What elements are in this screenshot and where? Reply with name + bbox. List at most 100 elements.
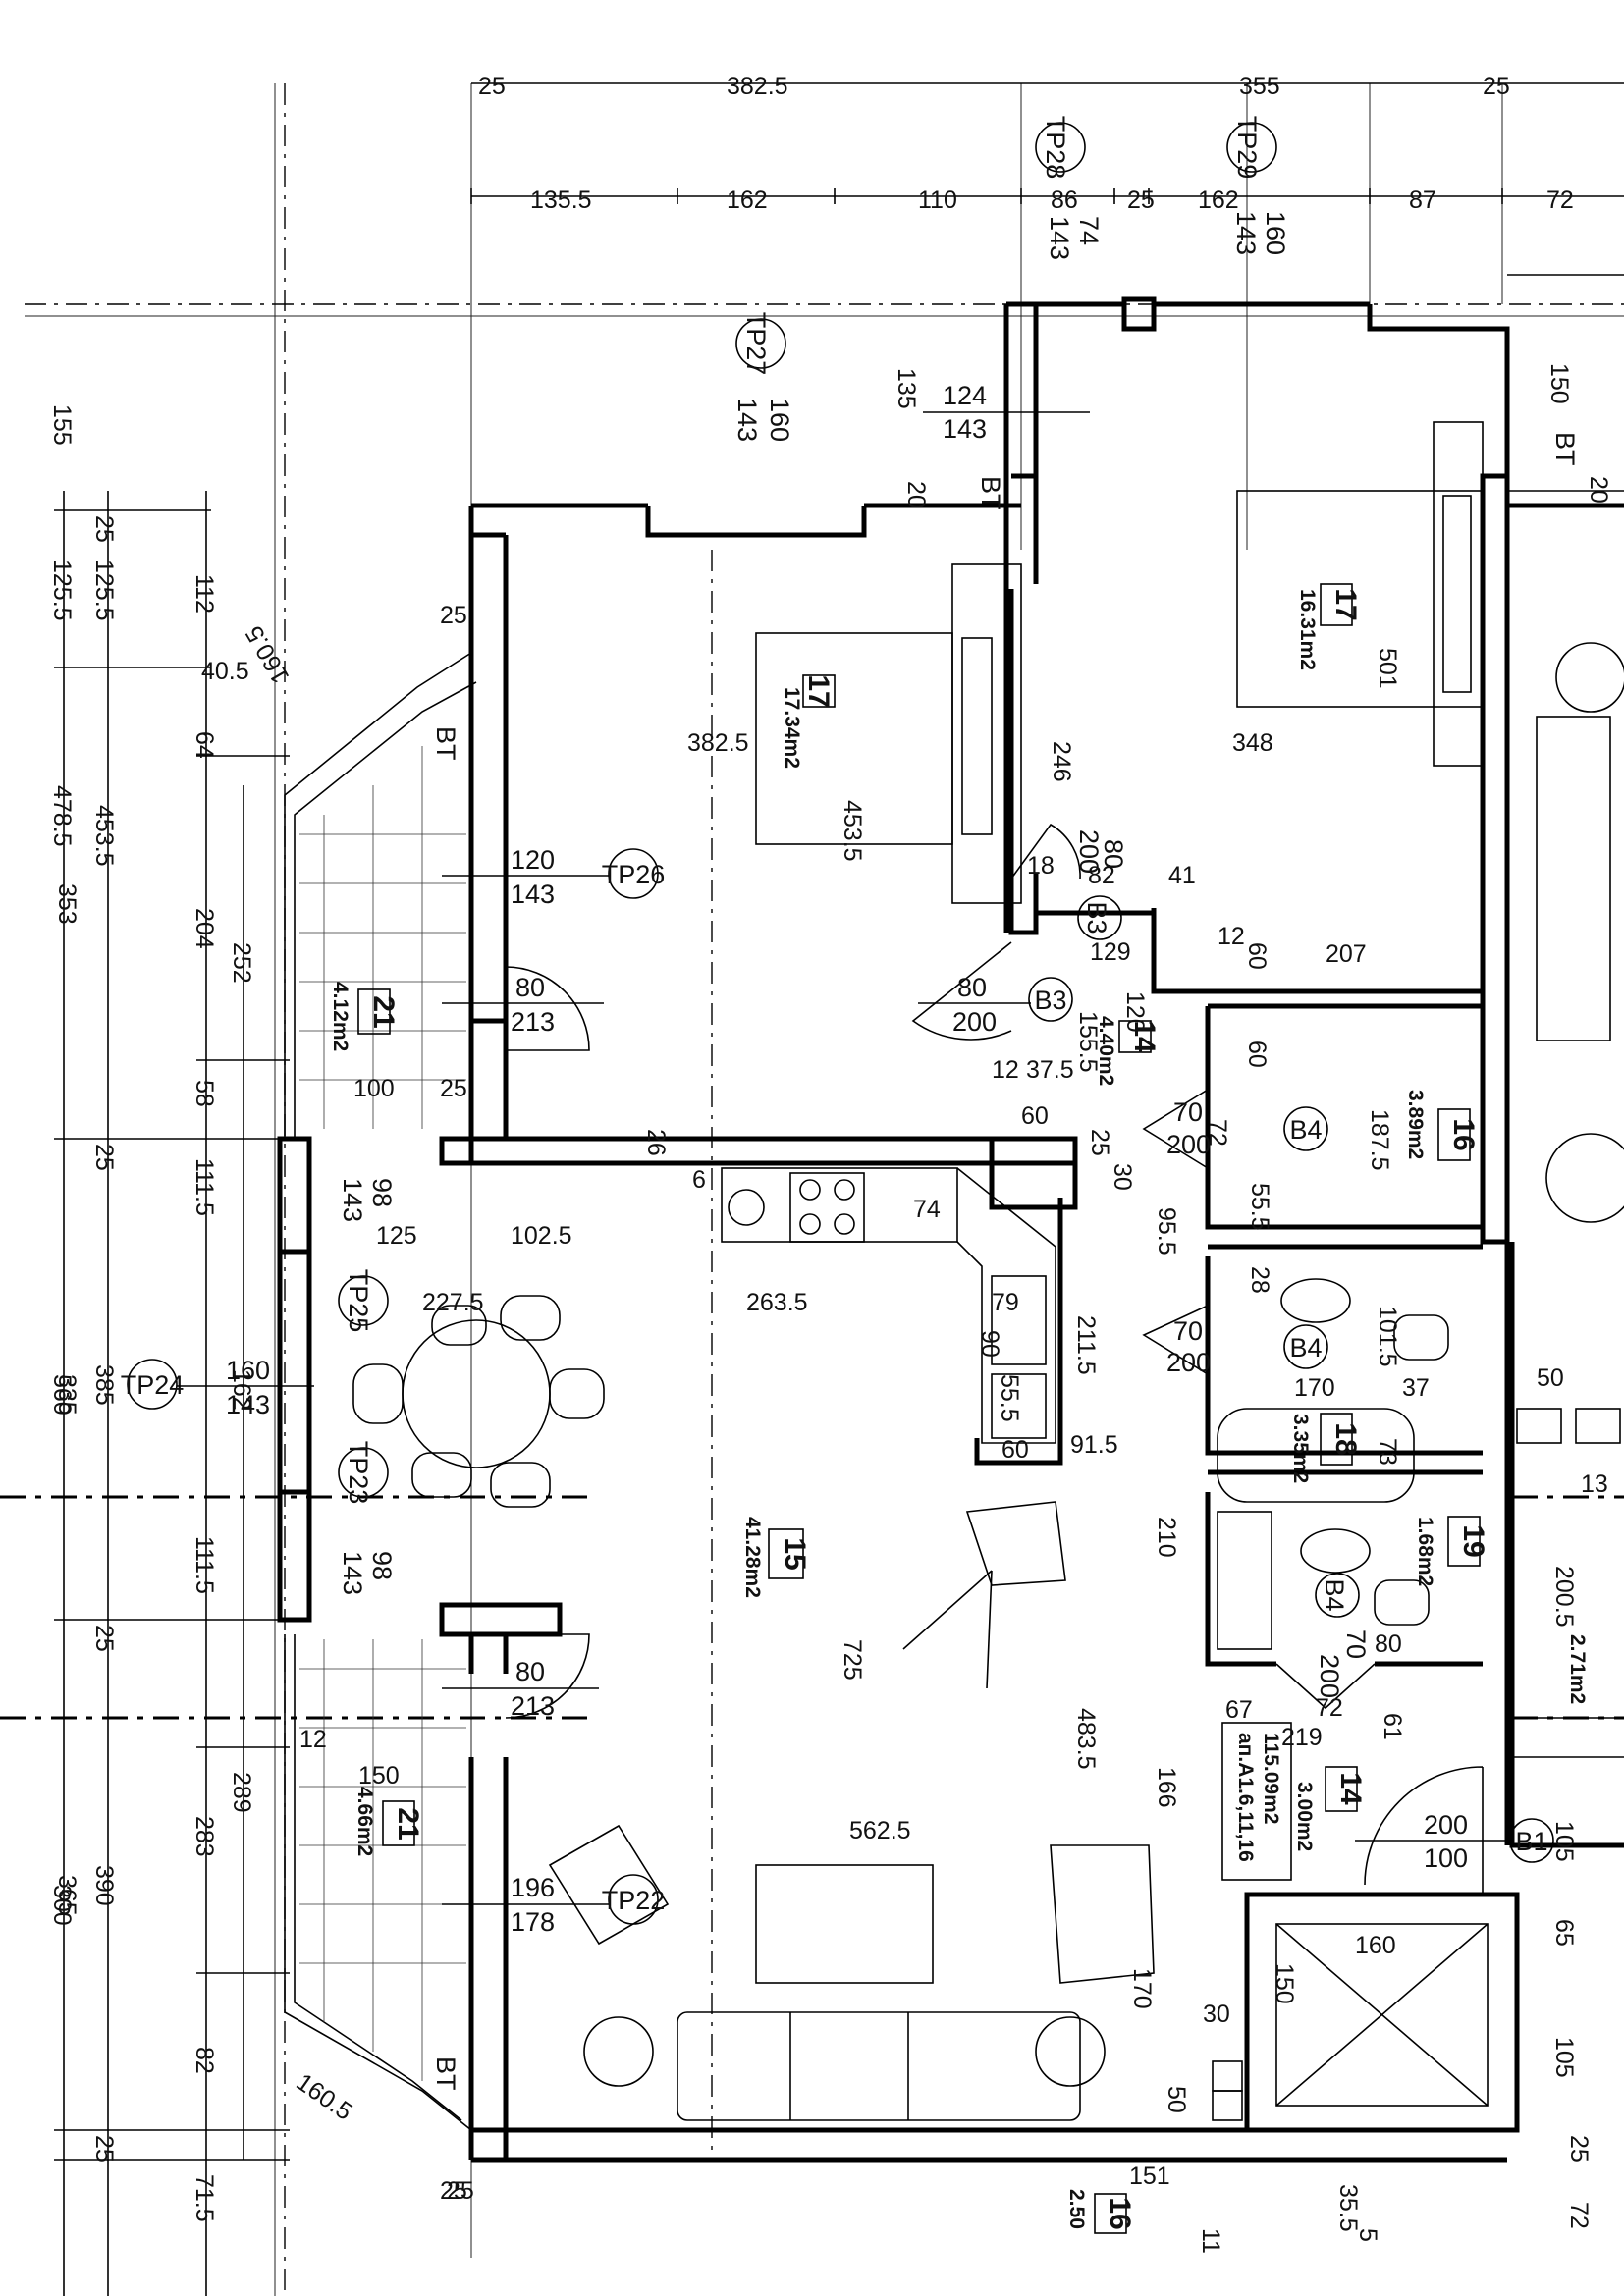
- tag-b4-c: B4: [1320, 1578, 1349, 1611]
- svg-text:60: 60: [1021, 1102, 1049, 1130]
- svg-text:19: 19: [1457, 1524, 1489, 1557]
- svg-text:25: 25: [478, 73, 506, 100]
- svg-text:355: 355: [1239, 73, 1280, 100]
- room-16-bottom: 16 2.50: [1065, 2189, 1136, 2234]
- svg-text:125.5: 125.5: [48, 560, 76, 621]
- svg-text:86: 86: [1051, 187, 1078, 214]
- svg-text:283: 283: [190, 1816, 218, 1857]
- svg-text:112: 112: [190, 574, 218, 614]
- svg-text:160: 160: [1261, 211, 1290, 255]
- svg-text:135: 135: [893, 368, 920, 409]
- svg-text:ап.А1.6,11,16: ап.А1.6,11,16: [1234, 1733, 1257, 1862]
- svg-text:72: 72: [1316, 1694, 1343, 1722]
- svg-text:150: 150: [1271, 1963, 1298, 2004]
- svg-text:335: 335: [53, 1374, 81, 1415]
- svg-text:14: 14: [1334, 1772, 1367, 1805]
- dimension-lines: [54, 82, 1624, 2296]
- svg-text:25: 25: [90, 1144, 118, 1171]
- svg-text:98: 98: [367, 1178, 397, 1207]
- washbasin-1: [1280, 1278, 1351, 1323]
- svg-text:170: 170: [1294, 1374, 1335, 1402]
- svg-text:20: 20: [1585, 476, 1612, 504]
- toilet-2: [1374, 1579, 1430, 1626]
- svg-text:111.5: 111.5: [190, 1536, 218, 1594]
- bt-marks: BT BT BT BT: [431, 432, 1580, 2091]
- svg-text:501: 501: [1374, 648, 1401, 689]
- svg-text:100: 100: [353, 1075, 395, 1102]
- svg-text:143: 143: [511, 880, 555, 909]
- svg-text:213: 213: [511, 1007, 555, 1037]
- svg-text:BT: BT: [1550, 432, 1580, 466]
- svg-text:4.12m2: 4.12m2: [329, 982, 352, 1051]
- svg-text:162: 162: [727, 187, 768, 214]
- svg-text:227.5: 227.5: [422, 1289, 484, 1316]
- svg-text:101.5: 101.5: [1374, 1306, 1401, 1367]
- svg-text:178: 178: [511, 1907, 555, 1937]
- tag-tp27: TP27: [741, 312, 771, 376]
- svg-text:41: 41: [1168, 862, 1196, 889]
- tag-b4-a: B4: [1289, 1115, 1322, 1145]
- room-labels: 17 17.34m2 17 16.31m2 21 4.12m2 21 4.66m…: [329, 583, 1589, 2234]
- svg-text:25: 25: [1483, 73, 1510, 100]
- furniture: [352, 421, 1624, 2121]
- svg-text:37.5: 37.5: [1026, 1056, 1074, 1084]
- svg-text:16.31m2: 16.31m2: [1296, 589, 1319, 670]
- tag-b4-b: B4: [1289, 1333, 1322, 1362]
- room-16: 16 3.89m2: [1404, 1090, 1480, 1161]
- svg-text:170: 170: [1128, 1968, 1156, 2009]
- svg-text:35.5: 35.5: [1334, 2184, 1362, 2232]
- svg-text:2.71m2: 2.71m2: [1566, 1634, 1589, 1704]
- svg-text:18: 18: [1329, 1422, 1362, 1455]
- svg-text:385: 385: [90, 1364, 118, 1406]
- svg-text:98: 98: [367, 1551, 397, 1580]
- svg-text:73: 73: [1374, 1438, 1401, 1466]
- svg-text:25: 25: [447, 2177, 474, 2205]
- tag-tp22: TP22: [602, 1886, 666, 1915]
- coffee-table: [755, 1864, 934, 1984]
- svg-text:560: 560: [48, 1374, 76, 1415]
- svg-text:289: 289: [228, 1772, 255, 1813]
- svg-text:562.5: 562.5: [849, 1817, 911, 1844]
- svg-text:82: 82: [190, 2047, 218, 2074]
- svg-text:17: 17: [1329, 588, 1362, 620]
- svg-text:219: 219: [1281, 1724, 1323, 1751]
- svg-text:71.5: 71.5: [190, 2174, 218, 2222]
- svg-text:150: 150: [1545, 363, 1573, 404]
- svg-text:16: 16: [1104, 2197, 1136, 2229]
- svg-text:74: 74: [913, 1196, 941, 1223]
- svg-text:120: 120: [511, 845, 555, 875]
- bathtub: [1217, 1408, 1415, 1503]
- svg-text:160: 160: [226, 1356, 270, 1385]
- svg-text:135.5: 135.5: [530, 187, 592, 214]
- tag-tp23: TP23: [344, 1441, 373, 1505]
- room-19: 19 1.68m2: [1414, 1516, 1489, 1586]
- svg-text:21: 21: [392, 1807, 424, 1840]
- svg-text:105: 105: [1550, 2037, 1578, 2078]
- svg-text:79: 79: [992, 1289, 1019, 1316]
- opening-tags: TP28 TP29 TP27 TP26 TP25 TP24 TP23 TP22 …: [121, 116, 1554, 1925]
- svg-text:263.5: 263.5: [746, 1289, 808, 1316]
- svg-text:80: 80: [1375, 1630, 1402, 1658]
- svg-text:26: 26: [642, 1129, 670, 1156]
- svg-text:453.5: 453.5: [90, 805, 118, 867]
- tag-tp29: TP29: [1232, 116, 1262, 180]
- svg-text:3.89m2: 3.89m2: [1404, 1090, 1427, 1159]
- lamp-right: [1035, 2016, 1106, 2087]
- svg-text:155: 155: [48, 404, 76, 446]
- svg-text:55.5: 55.5: [1246, 1183, 1273, 1231]
- svg-text:4.66m2: 4.66m2: [353, 1787, 376, 1856]
- svg-text:111.5: 111.5: [190, 1158, 218, 1216]
- svg-text:80: 80: [515, 1657, 545, 1686]
- svg-text:348: 348: [1232, 729, 1273, 757]
- room-14-corridor: 14 4.40m2: [1095, 1016, 1161, 1086]
- svg-text:125.5: 125.5: [90, 560, 118, 621]
- svg-text:143: 143: [338, 1551, 367, 1595]
- svg-text:151: 151: [1129, 2163, 1170, 2190]
- svg-text:50: 50: [1163, 2086, 1190, 2113]
- svg-text:382.5: 382.5: [687, 729, 749, 757]
- room-17-left: 17 17.34m2: [781, 674, 836, 769]
- tag-b3-a: B3: [1034, 986, 1066, 1015]
- svg-text:200: 200: [1166, 1130, 1211, 1159]
- lamp-left: [583, 2016, 654, 2087]
- svg-text:41.28m2: 41.28m2: [741, 1517, 764, 1598]
